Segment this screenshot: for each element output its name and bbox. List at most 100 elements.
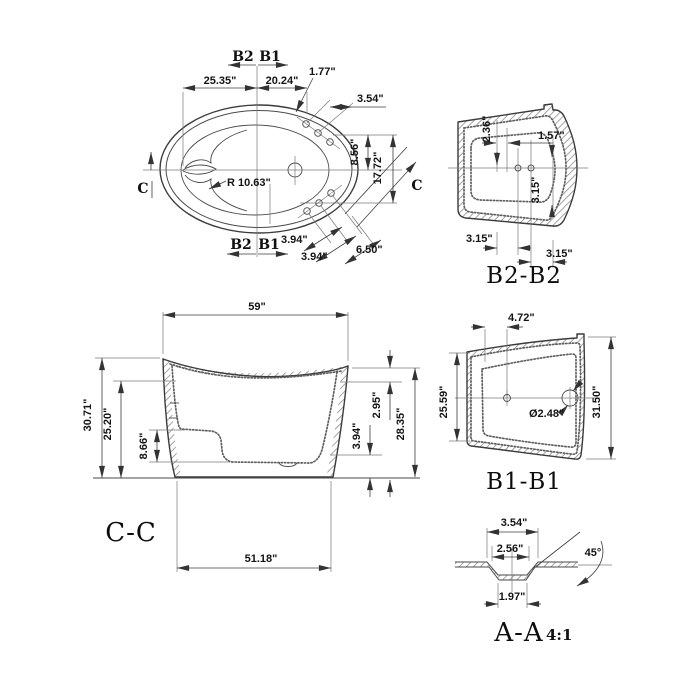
dim-b2-right-offset-text: 3.15": [546, 248, 573, 260]
dim-cc-base-gap: 3.94": [330, 423, 393, 497]
dim-cc-rim-drop-text: 2.95": [371, 392, 383, 419]
b2-wall-hatch: [458, 104, 577, 227]
dim-b2-left-offset: 3.15": [466, 232, 531, 255]
dim-aa-outer-width-text: 3.54": [501, 517, 528, 529]
dim-b1-left-height-text: 25.59": [438, 386, 450, 419]
c-section-view: 59" 30.71" 25.20" 8.66" 2.95": [82, 301, 420, 572]
dim-cc-right-height: 28.35": [395, 368, 418, 477]
dim-upper-height-text: 8.56": [349, 139, 361, 166]
flag-b2-bottom-label: B2: [230, 237, 252, 253]
cc-interior: [171, 365, 338, 464]
dim-cc-overall-height-text: 30.71": [82, 399, 94, 432]
dim-jet-gap-top: 3.54": [306, 93, 386, 133]
dim-b2-below-center: 3.15": [530, 144, 555, 218]
section-flag-b2-top: B2: [228, 49, 256, 68]
dim-cc-wall-height: 25.20": [102, 380, 176, 478]
dim-jet-offset: 1.77": [295, 66, 336, 113]
b2-outline: [457, 103, 578, 227]
backrest-contour: [182, 129, 248, 212]
a-detail-scale: 4:1: [546, 626, 572, 644]
flag-b1-bottom-label: B1: [258, 237, 280, 253]
dim-right-width-text: 20.24": [266, 75, 299, 87]
dim-jet-chain: 3.94" 3.94" 6.50": [281, 195, 383, 265]
dim-b1-right-height-text: 31.50": [591, 386, 603, 419]
b1-section-label: B1-B1: [486, 469, 562, 495]
dim-cc-right-height-text: 28.35": [395, 408, 407, 441]
dim-upper-height: 8.56": [333, 134, 397, 170]
dim-radius-text: R 10.63": [227, 177, 271, 189]
section-flag-b1-top: B1: [258, 49, 288, 68]
dim-aa-cone-width-text: 2.56": [497, 543, 524, 555]
tub-outer-rim: [159, 104, 359, 234]
dim-b1-right-height: 31.50": [586, 336, 616, 460]
b1-wall-inner: [470, 342, 582, 456]
dim-aa-cone-width: 2.56": [491, 543, 530, 561]
dim-cc-seat-height-text: 8.66": [138, 433, 150, 460]
dim-b1-drain-diameter: Ø2.48": [529, 379, 584, 420]
dim-cc-overall-width-text: 59": [248, 301, 265, 313]
dim-right-width: 20.24": [257, 75, 308, 114]
section-c-left: C: [137, 152, 154, 198]
dim-b1-left-height: 25.59": [438, 352, 470, 442]
cc-drain-bump: [278, 462, 298, 467]
cc-right-wall-hatch: [327, 366, 348, 477]
dim-b1-drain-diameter-text: Ø2.48": [529, 408, 564, 420]
dim-jet-offset-text: 1.77": [309, 66, 336, 78]
dim-cc-rim-drop: 2.95": [340, 350, 420, 420]
top-view: B2 B1 B2 B1 C C 25: [137, 49, 423, 265]
dim-cc-wall-height-text: 25.20": [102, 408, 114, 441]
dim-b2-below-center-text: 3.15": [530, 177, 542, 204]
dim-cc-overall-width: 59": [162, 301, 349, 361]
section-flag-b1-bottom: B1: [258, 237, 288, 257]
b1-section-view: 4.72" 25.59" Ø2.48" 31.50" B1-B1: [438, 312, 616, 495]
b2-wall-inner: [463, 115, 567, 221]
cc-left-wall: [162, 358, 176, 478]
cc-right-wall: [332, 365, 349, 478]
dim-b2-left-offset-text: 3.15": [466, 233, 493, 245]
flag-b2-top-label: B2: [232, 49, 254, 65]
aa-plate-bottom: [455, 566, 578, 581]
dim-aa-chamfer-angle-text: 45°: [585, 547, 602, 559]
dim-jet-gap1-text: 3.94": [281, 234, 308, 246]
b1-basin: [481, 353, 577, 448]
dim-b1-jet-offset-text: 4.72": [508, 312, 535, 324]
dim-b2-hole-gap-text: 1.57": [538, 130, 565, 142]
b2-basin: [470, 132, 556, 203]
jets-top-row: [296, 116, 341, 150]
dim-b2-right-offset: 3.15": [517, 240, 573, 268]
dim-aa-hole-width: 1.97": [484, 583, 541, 608]
cc-rim-top: [162, 358, 349, 378]
dim-aa-chamfer-angle: 45°: [533, 531, 612, 587]
aa-plate-top: [455, 561, 578, 576]
dim-cc-base-width: 51.18": [176, 481, 332, 572]
dim-aa-outer-width: 3.54": [486, 517, 539, 558]
dim-cc-base-width-text: 51.18": [245, 553, 278, 565]
b2-section-label: B2-B2: [486, 263, 562, 289]
dim-left-width: 25.35": [182, 75, 257, 166]
dim-total-height: 17.72": [300, 135, 397, 204]
a-detail-label: A-A: [493, 618, 544, 648]
dim-total-height-text: 17.72": [372, 152, 384, 185]
dim-aa-hole-width-text: 1.97": [499, 591, 526, 603]
dim-left-width-text: 25.35": [204, 75, 237, 87]
a-detail-view: 3.54" 2.56" 1.97" 45° A-A 4:1: [455, 517, 612, 648]
section-flag-b2-bottom: B2: [227, 237, 256, 257]
cc-rim-inner: [169, 363, 343, 379]
dim-jet-gap3-text: 6.50": [356, 244, 383, 256]
dim-cc-seat-height: 8.66": [138, 429, 230, 463]
dim-cc-base-gap-text: 3.94": [351, 423, 363, 450]
b1-outline: [466, 333, 586, 460]
tub-inner-rim: [165, 110, 353, 228]
flag-b1-top-label: B1: [259, 49, 281, 65]
b2-section-view: 2.36" 1.57" 3.15" 3.15" 3.15" B2-B2: [448, 103, 588, 289]
dim-b2-top-drop-text: 2.36": [481, 116, 493, 143]
dim-jet-gap2-text: 3.94": [301, 251, 328, 263]
dim-cc-overall-height: 30.71": [82, 357, 160, 478]
section-c-right-label: C: [411, 178, 422, 194]
dim-b1-jet-offset: 4.72": [471, 312, 535, 362]
dim-jet-gap-top-text: 3.54": [357, 93, 384, 105]
c-section-label: C-C: [105, 518, 157, 548]
b1-jet-hole: [503, 394, 511, 402]
